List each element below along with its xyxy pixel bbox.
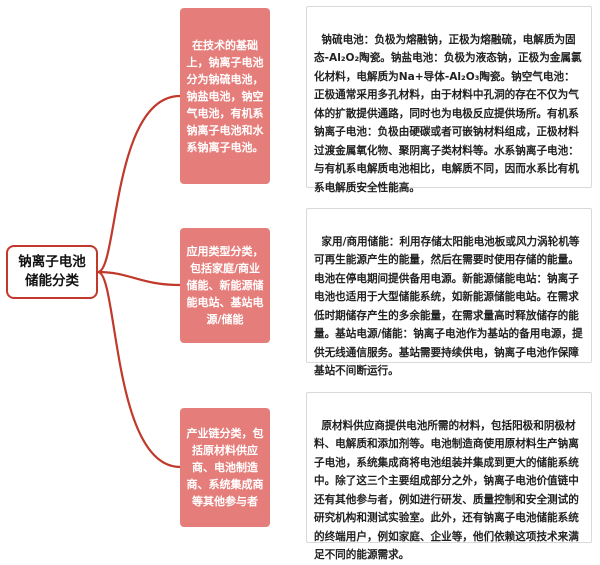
branch-label: 应用类型分类，包括家庭/商业储能、新能源储能电站、基站电源/储能 (186, 245, 264, 326)
connector-root-branch-0 (97, 94, 181, 274)
leaf-text: 原材料供应商提供电池所需的材料，包括阳极和阴极材料、电解质和添加剂等。电池制造商… (314, 419, 579, 562)
connector-root-branch-2 (97, 270, 181, 469)
connector-root-branch-1 (97, 270, 181, 287)
leaf-detail-application: 家用/商用储能：利用存储太阳能电池板或风力涡轮机等可再生能源产生的能量，然后在需… (306, 208, 592, 377)
branch-label: 产业链分类，包括原材料供应商、电池制造商、系统集成商等其他参与者 (186, 427, 264, 508)
connector-lines (97, 94, 306, 469)
leaf-text: 钠硫电池：负极为熔融钠，正极为熔融硫，电解质为固态-Al₂O₂陶瓷。钠盐电池：负… (314, 33, 582, 194)
branch-node-industry-chain: 产业链分类，包括原材料供应商、电池制造商、系统集成商等其他参与者 (180, 408, 270, 527)
branch-node-technology: 在技术的基础上，钠离子电池分为钠硫电池，钠盐电池，钠空气电池，有机系钠离子电池和… (180, 8, 270, 184)
root-node: 钠离子电池 储能分类 (6, 245, 98, 299)
root-title: 钠离子电池 储能分类 (18, 254, 86, 289)
leaf-detail-technology: 钠硫电池：负极为熔融钠，正极为熔融硫，电解质为固态-Al₂O₂陶瓷。钠盐电池：负… (306, 6, 592, 194)
leaf-text: 家用/商用储能：利用存储太阳能电池板或风力涡轮机等可再生能源产生的能量，然后在需… (314, 235, 583, 378)
branch-label: 在技术的基础上，钠离子电池分为钠硫电池，钠盐电池，钠空气电池，有机系钠离子电池和… (186, 38, 264, 154)
leaf-detail-industry-chain: 原材料供应商提供电池所需的材料，包括阳极和阴极材料、电解质和添加剂等。电池制造商… (306, 392, 592, 561)
branch-node-application: 应用类型分类，包括家庭/商业储能、新能源储能电站、基站电源/储能 (180, 228, 270, 343)
